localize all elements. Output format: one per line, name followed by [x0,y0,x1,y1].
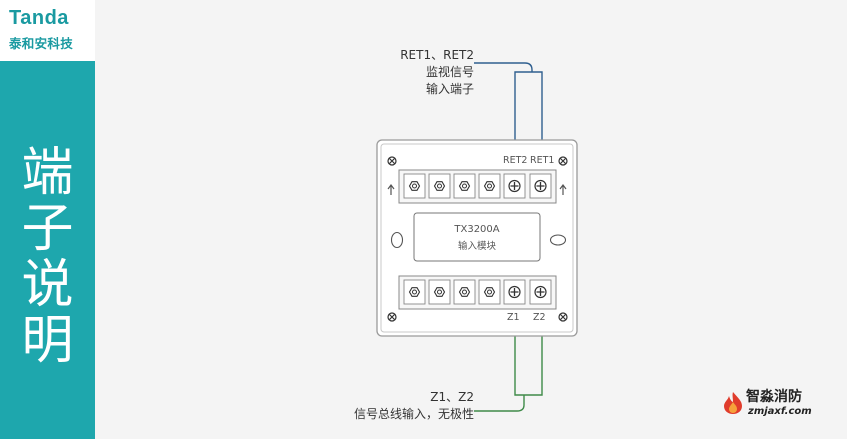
top-terminal-ret2-screw [503,173,526,199]
mounting-hole-left [390,231,404,249]
watermark-url: zmjaxf.com [748,406,812,417]
terminal-label-z1: Z1 [507,312,520,323]
top-terminal-3 [453,173,476,199]
top-terminal-ret1-screw [529,173,552,199]
top-terminal-4 [478,173,501,199]
terminal-label-z2: Z2 [533,312,546,323]
up-arrow-icon [559,184,567,195]
bottom-terminal-4 [478,279,501,305]
terminal-label-ret1: RET1 [530,155,555,166]
module-label-plate [413,212,541,262]
module-inner-frame [380,143,574,333]
bottom-wire [474,336,543,412]
bottom-terminal-z1-screw [503,279,526,305]
flame-logo-icon [724,392,742,414]
watermark: 智淼消防 zmjaxf.com [720,386,840,426]
top-label-line3: 输入端子 [425,82,474,96]
section-title-char: 说 [21,255,74,315]
bottom-terminal-1 [403,279,426,305]
corner-screw-bottom-left [387,312,397,322]
corner-screw-top-left [387,156,397,166]
section-title: 端 子 说 明 [10,145,85,369]
bottom-terminal-z2-screw [529,279,552,305]
corner-screw-top-right [558,156,568,166]
bottom-label-line2: 信号总线输入，无极性 [353,407,474,421]
bottom-terminal-2 [428,279,451,305]
sidebar: Tanda 泰和安科技 端 子 说 明 [0,0,95,439]
corner-screw-bottom-right [558,312,568,322]
watermark-name: 智淼消防 [746,389,802,405]
terminal-label-ret2: RET2 [503,155,528,166]
top-terminal-1 [403,173,426,199]
section-title-char: 子 [21,199,74,259]
bottom-label-line1: Z1、Z2 [430,390,474,404]
module-name: 输入模块 [457,241,496,252]
section-title-char: 端 [21,143,74,203]
mounting-hole-right [549,234,567,246]
section-title-char: 明 [21,311,74,371]
brand-name-cn: 泰和安科技 [9,36,74,51]
top-label-line1: RET1、RET2 [400,48,474,62]
top-terminal-2 [428,173,451,199]
top-wire [474,62,543,143]
brand-name-en: Tanda [9,7,69,29]
bottom-terminal-3 [453,279,476,305]
brand-logo: Tanda 泰和安科技 [0,0,95,61]
top-label-line2: 监视信号 [425,65,474,79]
up-arrow-icon [387,184,395,195]
module-model: TX3200A [454,224,500,235]
